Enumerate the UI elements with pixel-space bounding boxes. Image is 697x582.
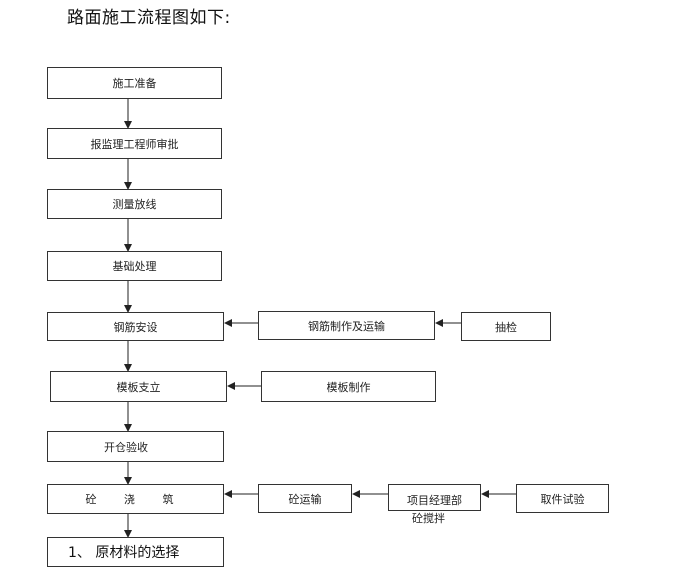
box-label: 项目经理部 xyxy=(407,494,462,507)
box-sample-testing: 取件试验 xyxy=(516,484,609,513)
step-label: 测量放线 xyxy=(112,198,157,211)
step-label: 钢筋安设 xyxy=(113,320,158,334)
box-formwork-fabrication: 模板制作 xyxy=(261,371,436,402)
step-label: 施工准备 xyxy=(112,77,157,90)
box-concrete-transport: 砼运输 xyxy=(258,484,352,513)
step-concrete-pour: 砼 浇 筑 xyxy=(47,484,224,514)
box-label: 模板制作 xyxy=(326,380,371,394)
step-label: 砼 浇 筑 xyxy=(85,493,186,506)
box-rebar-fabrication: 钢筋制作及运输 xyxy=(258,311,435,340)
step-label: 开仓验收 xyxy=(104,440,148,454)
step-foundation-treatment: 基础处理 xyxy=(47,251,222,281)
step-label: 报监理工程师审批 xyxy=(90,137,179,151)
section-heading-raw-materials: 1、 原材料的选择 xyxy=(68,545,180,561)
step-raw-material-box xyxy=(47,537,224,567)
step-formwork-erect: 模板支立 xyxy=(50,371,227,402)
label-concrete-mixing: 砼搅拌 xyxy=(412,512,445,525)
step-label: 基础处理 xyxy=(112,260,157,273)
step-open-inspection: 开仓验收 xyxy=(47,431,224,462)
box-project-department: 项目经理部 xyxy=(388,484,481,511)
step-survey-layout: 测量放线 xyxy=(47,189,222,219)
step-rebar-install: 钢筋安设 xyxy=(47,312,224,341)
step-construction-prep: 施工准备 xyxy=(47,67,222,99)
box-label: 砼运输 xyxy=(288,492,322,506)
box-label: 钢筋制作及运输 xyxy=(308,319,385,333)
step-label: 模板支立 xyxy=(116,380,161,394)
box-label: 抽检 xyxy=(495,320,517,334)
step-supervisor-approval: 报监理工程师审批 xyxy=(47,128,222,159)
box-label: 取件试验 xyxy=(540,492,585,506)
page-heading: 路面施工流程图如下: xyxy=(67,8,231,28)
box-sampling-check: 抽检 xyxy=(461,312,551,341)
